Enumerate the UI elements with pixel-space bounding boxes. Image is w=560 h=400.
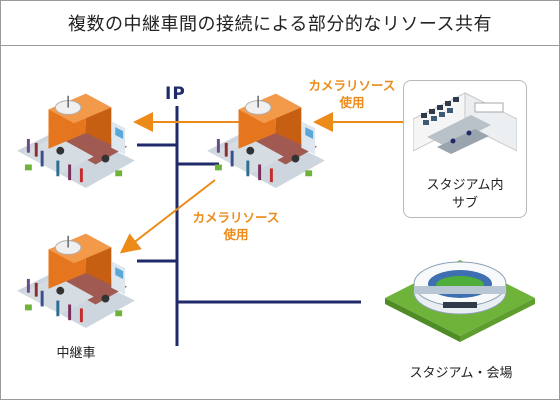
studio-sub-label-line2: サブ xyxy=(451,196,478,211)
camera-label-mid-line2: 使用 xyxy=(223,227,249,242)
ob-van-top-middle xyxy=(207,82,325,190)
ob-van-bottom-left xyxy=(17,222,135,330)
studio-sub-label: スタジアム内 サブ xyxy=(404,177,526,213)
camera-arrow-diagonal xyxy=(119,179,216,254)
stadium-illustration xyxy=(385,260,535,342)
studio-sub-bubble: スタジアム内 サブ xyxy=(403,80,527,218)
diagram-canvas: IP カメラリソース 使用 カメラリソース 使用 xyxy=(1,46,559,399)
van-label: 中継車 xyxy=(56,346,96,361)
venue-label: スタジアム・会場 xyxy=(409,366,513,381)
studio-sub-label-line1: スタジアム内 xyxy=(426,178,504,193)
ip-label: IP xyxy=(165,84,186,104)
title-bar: 複数の中継車間の接続による部分的なリソース共有 xyxy=(1,1,559,46)
diagram-title: 複数の中継車間の接続による部分的なリソース共有 xyxy=(67,14,493,35)
camera-label-top: カメラリソース 使用 xyxy=(297,77,407,111)
camera-label-mid-line1: カメラリソース xyxy=(192,210,280,225)
camera-label-mid: カメラリソース 使用 xyxy=(181,209,291,243)
control-room-illustration xyxy=(413,92,517,154)
camera-label-top-line1: カメラリソース xyxy=(308,78,396,93)
network-svg xyxy=(119,106,411,346)
ob-van-top-left xyxy=(17,82,135,190)
camera-label-top-line2: 使用 xyxy=(339,95,365,110)
